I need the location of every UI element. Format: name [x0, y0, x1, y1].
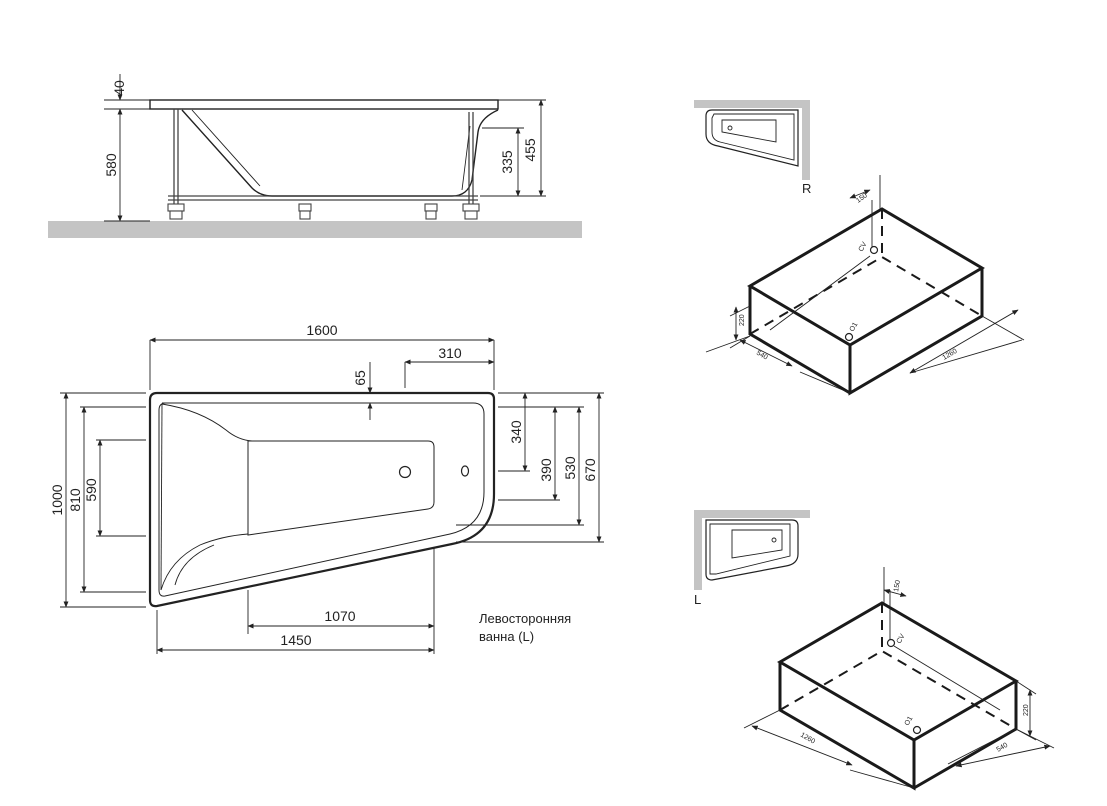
dim-length: 1600	[306, 322, 337, 338]
dim-overall-width: 1000	[49, 484, 65, 515]
dim-right-b: 390	[538, 458, 554, 482]
iso-l-o1: O1	[904, 715, 915, 727]
iso-r-o1: O1	[849, 321, 860, 333]
top-view: 1600 310 65 1000 810 590 340 390 530	[49, 322, 604, 654]
dim-total-height: 580	[103, 153, 119, 177]
dim-width-b: 590	[83, 478, 99, 502]
side-label-left: L	[694, 592, 701, 607]
iso-r-cv: CV	[858, 241, 869, 253]
iso-l-length: 1260	[799, 732, 816, 746]
side-label-right: R	[802, 181, 811, 196]
dim-rim-width: 65	[352, 370, 368, 386]
iso-r-o1-icon	[844, 332, 854, 342]
dim-right-d: 670	[582, 458, 598, 482]
tub-rim	[149, 99, 499, 110]
overflow-icon	[460, 465, 470, 477]
mini-tub-left	[705, 519, 799, 581]
right-hand-diagram: R 150 CV O1 220 540 1260	[694, 100, 1025, 396]
iso-l-cv: CV	[896, 633, 907, 645]
tub-body	[181, 109, 499, 197]
dim-width-a: 810	[67, 488, 83, 512]
dim-inner-depth: 335	[499, 150, 515, 174]
dim-bottom-b: 1450	[280, 632, 311, 648]
dim-bottom-a: 1070	[324, 608, 355, 624]
left-hand-diagram: L 150 CV O1 220 1260 540	[694, 510, 1055, 791]
iso-l-height: 220	[1023, 704, 1030, 716]
iso-l-drain: 150	[893, 580, 902, 593]
dim-right-c: 530	[562, 456, 578, 480]
drain-icon	[398, 465, 412, 479]
dim-rim-height: 455	[522, 138, 538, 162]
caption-line-2: ванна (L)	[479, 629, 534, 644]
iso-r-drain: 150	[855, 192, 869, 204]
iso-l-o1-icon	[912, 725, 922, 735]
side-elevation: 40 580 335 455	[48, 74, 582, 238]
dim-right-a: 340	[508, 420, 524, 444]
dim-outlet-offset: 310	[438, 345, 462, 361]
dim-rim-thickness: 40	[111, 80, 127, 96]
caption-line-1: Левосторонняя	[479, 611, 571, 626]
iso-r-cv-icon	[869, 245, 879, 255]
iso-l-depth: 540	[996, 742, 1010, 754]
iso-r-height: 220	[739, 314, 746, 326]
floor-band	[48, 221, 582, 238]
iso-l-cv-icon	[886, 638, 896, 648]
iso-r-depth: 540	[755, 350, 769, 362]
